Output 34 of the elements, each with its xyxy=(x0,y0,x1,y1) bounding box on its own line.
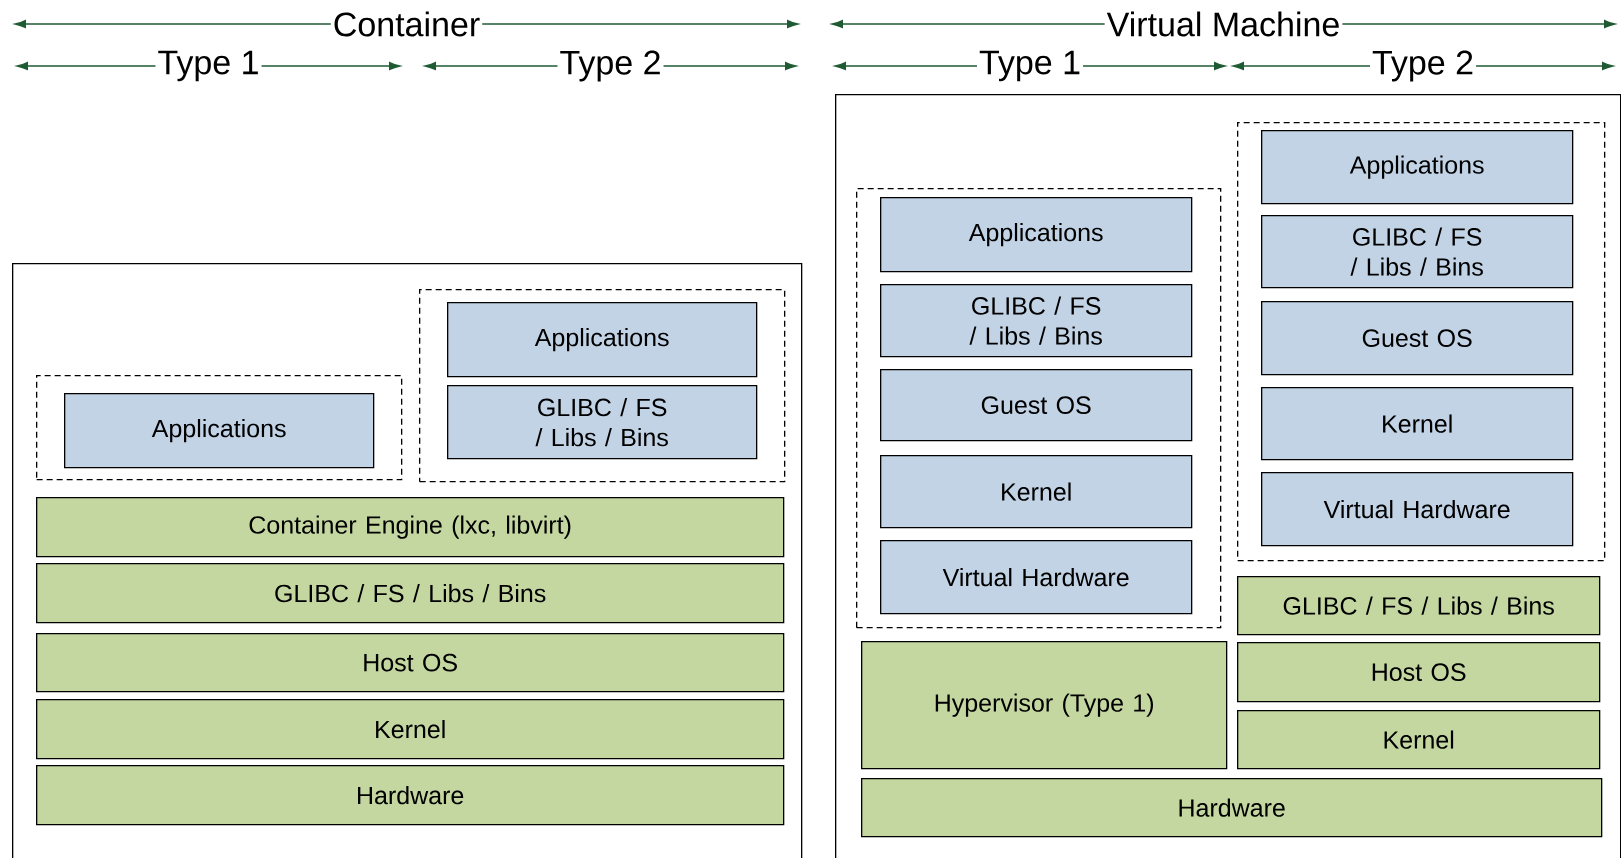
dashed-group-box xyxy=(856,188,1222,629)
dashed-group-box xyxy=(1237,122,1606,562)
layer-box: Kernel xyxy=(1237,710,1601,770)
layer-box: Guest OS xyxy=(1261,301,1574,376)
dimension-label: Type 2 xyxy=(557,50,664,82)
outer-frame xyxy=(12,263,803,858)
layer-box: Virtual Hardware xyxy=(1261,472,1574,547)
layer-box: Hardware xyxy=(36,765,785,826)
dimension-label: Type 2 xyxy=(1370,50,1477,82)
layer-box: Container Engine (lxc, libvirt) xyxy=(36,497,785,558)
dimension-label: Virtual Machine xyxy=(1104,11,1343,37)
layer-box: Kernel xyxy=(880,455,1193,529)
layer-box: Applications xyxy=(64,393,375,469)
dimension-label: Container xyxy=(330,11,483,37)
layer-box: Guest OS xyxy=(880,369,1193,442)
layer-box: GLIBC / FS / Libs / Bins xyxy=(36,563,785,624)
dashed-group-box xyxy=(419,289,786,483)
layer-box: Kernel xyxy=(36,699,785,760)
layer-box: Hypervisor (Type 1) xyxy=(861,641,1228,770)
dimension-label: Type 1 xyxy=(977,50,1084,82)
layer-box: Host OS xyxy=(1237,642,1601,703)
layer-box: Hardware xyxy=(861,778,1603,838)
layer-box: Applications xyxy=(1261,130,1574,205)
dimension-label: Type 1 xyxy=(155,50,262,82)
layer-box: Applications xyxy=(447,302,758,378)
layer-box: Host OS xyxy=(36,633,785,693)
layer-box: GLIBC / FS / Libs / Bins xyxy=(880,284,1193,358)
layer-box: Applications xyxy=(880,197,1193,273)
layer-box: GLIBC / FS / Libs / Bins xyxy=(1261,215,1574,289)
layer-box: Virtual Hardware xyxy=(880,540,1193,615)
layer-box: GLIBC / FS / Libs / Bins xyxy=(447,385,758,460)
layer-box: GLIBC / FS / Libs / Bins xyxy=(1237,576,1601,636)
layer-box: Kernel xyxy=(1261,387,1574,461)
dashed-group-box xyxy=(36,375,403,481)
